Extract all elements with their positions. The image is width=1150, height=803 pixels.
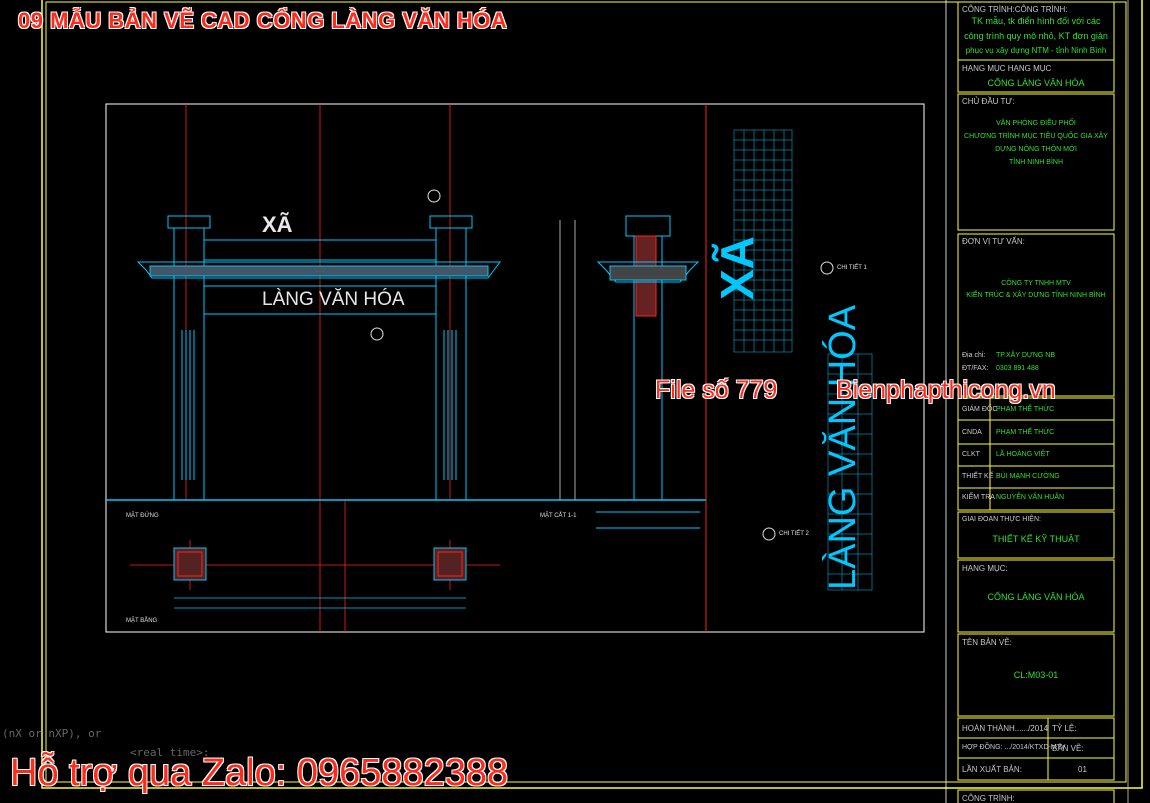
project-line-3: phục vụ xây dựng NTM - tỉnh Ninh Bình xyxy=(965,46,1107,55)
zalo-support-overlay[interactable]: Hỗ trợ qua Zalo: 0965882388 xyxy=(10,752,509,794)
sheet-code: CL:M03-01 xyxy=(1013,670,1059,680)
contract-label: HỢP ĐỒNG: .../2014/KTXD-MTV xyxy=(962,744,1066,751)
item2-text: CỔNG LÀNG VĂN HÓA xyxy=(987,592,1085,602)
consultant-label: ĐƠN VỊ TƯ VẤN: xyxy=(962,237,1025,246)
item2-label: HẠNG MỤC: xyxy=(962,564,1008,573)
sheet-frame-inner xyxy=(45,1,1127,783)
section-view xyxy=(559,215,700,529)
command-line-history-1: (nX or nXP), or xyxy=(2,727,102,740)
command-line-history-2: <real time>: xyxy=(130,746,210,759)
address-key-2: ĐT/FAX: xyxy=(962,365,989,372)
sheet-no-label: BẢN VẼ: xyxy=(1052,744,1084,753)
revision-label: LẦN XUẤT BẢN: xyxy=(962,765,1022,774)
signer-role-2: CNDA xyxy=(962,429,982,436)
signer-role-5: KIỂM TRA xyxy=(962,494,995,501)
address-value-1: TP.XÂY DỰNG NB xyxy=(996,352,1056,359)
drawing-viewport xyxy=(105,103,925,633)
sheet-label: TÊN BẢN VẼ: xyxy=(962,638,1012,647)
signer-name-3: LÃ HOÀNG VIỆT xyxy=(996,451,1050,458)
detail-2-label: CHI TIẾT 2 xyxy=(779,531,809,537)
signer-role-4: THIẾT KẾ xyxy=(962,473,994,480)
front-village-word: XÃ xyxy=(262,212,293,237)
signer-role-3: CLKT xyxy=(962,451,980,458)
title-block-frame xyxy=(957,1,1115,803)
revision-value: 01 xyxy=(1078,765,1087,774)
owner-line-1: VĂN PHÒNG ĐIỀU PHỐI xyxy=(996,120,1076,127)
completed-label: HOÀN THÀNH....../2014 xyxy=(962,724,1049,733)
scale-label: TỶ LỆ: xyxy=(1052,724,1077,733)
plan-view xyxy=(173,547,467,609)
signer-name-4: BÙI MẠNH CƯỜNG xyxy=(996,473,1060,480)
address-key-1: Địa chỉ: xyxy=(962,352,986,359)
signer-role-1: GIÁM ĐỐC xyxy=(962,406,998,413)
front-name-label: LÀNG VĂN HÓA xyxy=(262,289,405,310)
page-title-overlay: 09 MẪU BẢN VẼ CAD CỔNG LÀNG VĂN HÓA xyxy=(18,8,508,33)
project-label: CÔNG TRÌNH:CÔNG TRÌNH: xyxy=(962,5,1068,14)
vertical-name-text: LÀNG VĂN HÓA xyxy=(822,304,864,590)
bottom-project-label: CÔNG TRÌNH: xyxy=(962,794,1015,803)
project-line-1: TK mẫu, tk điển hình đối với các xyxy=(971,16,1101,26)
vertical-xa-text: XÃ xyxy=(711,236,763,300)
consultant-line-1: CÔNG TY TNHH MTV xyxy=(1001,280,1071,287)
owner-line-4: TỈNH NINH BÌNH xyxy=(1008,159,1064,166)
section-label: MẶT CẮT 1-1 xyxy=(540,513,577,519)
project-line-2: công trình quy mô nhỏ, KT đơn giản xyxy=(964,31,1108,41)
item-text: CỔNG LÀNG VĂN HÓA xyxy=(987,78,1085,88)
owner-line-2: CHƯƠNG TRÌNH MỤC TIÊU QUỐC GIA XÂY xyxy=(964,133,1108,140)
file-number-overlay: File số 779 xyxy=(655,376,778,404)
signer-name-5: NGUYỄN VĂN HUÂN xyxy=(996,494,1065,501)
phase-label: GIAI ĐOẠN THỰC HIỆN: xyxy=(962,516,1041,523)
sign-grid xyxy=(733,129,793,353)
front-elevation-label: MẶT ĐỨNG xyxy=(126,513,159,519)
sheet-frame-outer xyxy=(41,0,1143,789)
detail-1-label: CHI TIẾT 1 xyxy=(837,265,867,271)
owner-line-3: DỰNG NÔNG THÔN MỚI xyxy=(995,146,1077,153)
website-overlay[interactable]: Bienphapthicong.vn xyxy=(836,376,1056,404)
item-label: HẠNG MỤC HẠNG MỤC xyxy=(962,64,1052,73)
owner-label: CHỦ ĐẦU TƯ: xyxy=(962,97,1015,106)
signer-name-1: PHẠM THẾ THỨC xyxy=(996,406,1055,413)
consultant-line-2: KIẾN TRÚC & XÂY DỰNG TỈNH NINH BÌNH xyxy=(966,292,1106,299)
address-value-2: 0303 891 488 xyxy=(996,365,1039,372)
phase-text: THIẾT KẾ KỸ THUẬT xyxy=(992,534,1080,544)
front-elevation xyxy=(136,215,501,501)
signer-name-2: PHẠM THẾ THỨC xyxy=(996,429,1055,436)
plan-label: MẶT BẰNG xyxy=(126,618,158,624)
sign-grid-2 xyxy=(827,353,873,591)
